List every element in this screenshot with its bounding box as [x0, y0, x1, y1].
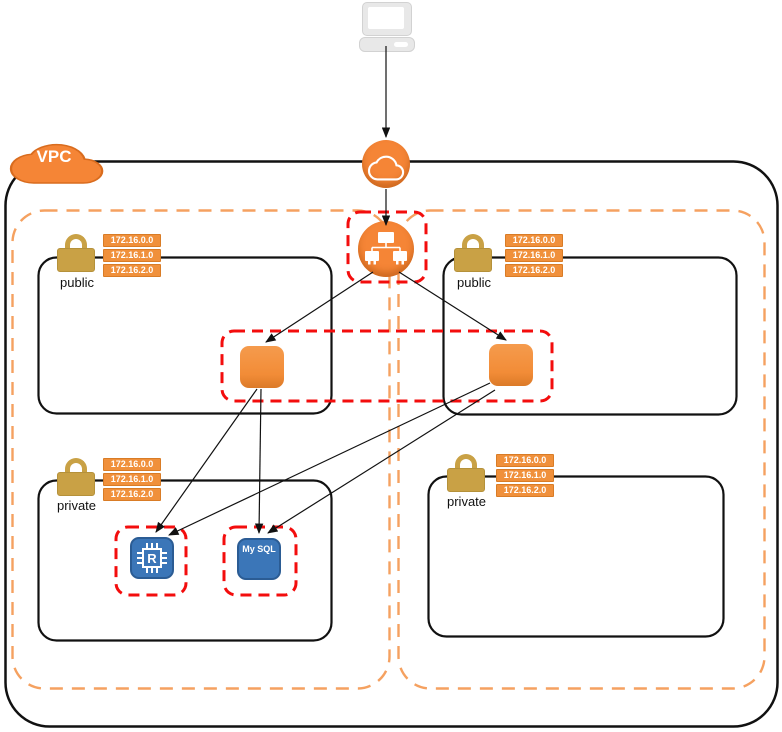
- elasticache-redis-icon: R: [130, 537, 174, 579]
- arrow-ec2-left-to-mysql: [254, 388, 264, 535]
- lock-icon-private-right: [447, 454, 485, 492]
- ip-badge: 172.16.1.0: [103, 249, 161, 262]
- ec2-instance-left-icon: [240, 346, 284, 388]
- ip-badge: 172.16.0.0: [103, 234, 161, 247]
- lock-icon-private-left: [57, 458, 95, 496]
- ip-range-stack-public-left: 172.16.0.0 172.16.1.0 172.16.2.0: [103, 234, 161, 279]
- internet-gateway-icon: [362, 140, 410, 188]
- subnet-label-private-right: private: [447, 494, 487, 509]
- subnet-label-public-right: public: [457, 275, 491, 290]
- subnet-label-public-left: public: [60, 275, 94, 290]
- subnet-label-private-left: private: [57, 498, 97, 513]
- arrow-ec2-left-to-redis: [155, 388, 258, 533]
- vpc-cloud-icon: VPC: [8, 130, 106, 186]
- lock-icon-public-right: [454, 234, 492, 272]
- ip-badge: 172.16.2.0: [103, 264, 161, 277]
- ip-badge: 172.16.0.0: [496, 454, 554, 467]
- ip-range-stack-private-left: 172.16.0.0 172.16.1.0 172.16.2.0: [103, 458, 161, 503]
- ip-badge: 172.16.2.0: [496, 484, 554, 497]
- client-computer-screen: [368, 7, 404, 29]
- vpc-label: VPC: [36, 147, 72, 166]
- client-computer-icon: [362, 2, 412, 36]
- ip-range-stack-private-right: 172.16.0.0 172.16.1.0 172.16.2.0: [496, 454, 554, 499]
- ip-badge: 172.16.1.0: [496, 469, 554, 482]
- ip-badge: 172.16.1.0: [505, 249, 563, 262]
- mysql-label: My SQL: [242, 544, 276, 554]
- ip-badge: 172.16.0.0: [103, 458, 161, 471]
- redis-letter: R: [147, 551, 157, 566]
- load-balancer-icon: [358, 221, 414, 277]
- ip-range-stack-public-right: 172.16.0.0 172.16.1.0 172.16.2.0: [505, 234, 563, 279]
- rds-mysql-icon: My SQL: [237, 538, 281, 580]
- arrow-elb-to-ec2-left: [265, 271, 374, 343]
- ip-badge: 172.16.1.0: [103, 473, 161, 486]
- client-computer-base-slot: [394, 42, 408, 47]
- availability-zone-right: [397, 209, 766, 690]
- lock-icon-public-left: [57, 234, 95, 272]
- ec2-instance-right-icon: [489, 344, 533, 386]
- ip-badge: 172.16.2.0: [505, 264, 563, 277]
- ip-badge: 172.16.0.0: [505, 234, 563, 247]
- ip-badge: 172.16.2.0: [103, 488, 161, 501]
- client-computer-base: [359, 37, 415, 52]
- arrow-ec2-right-to-redis: [168, 382, 491, 536]
